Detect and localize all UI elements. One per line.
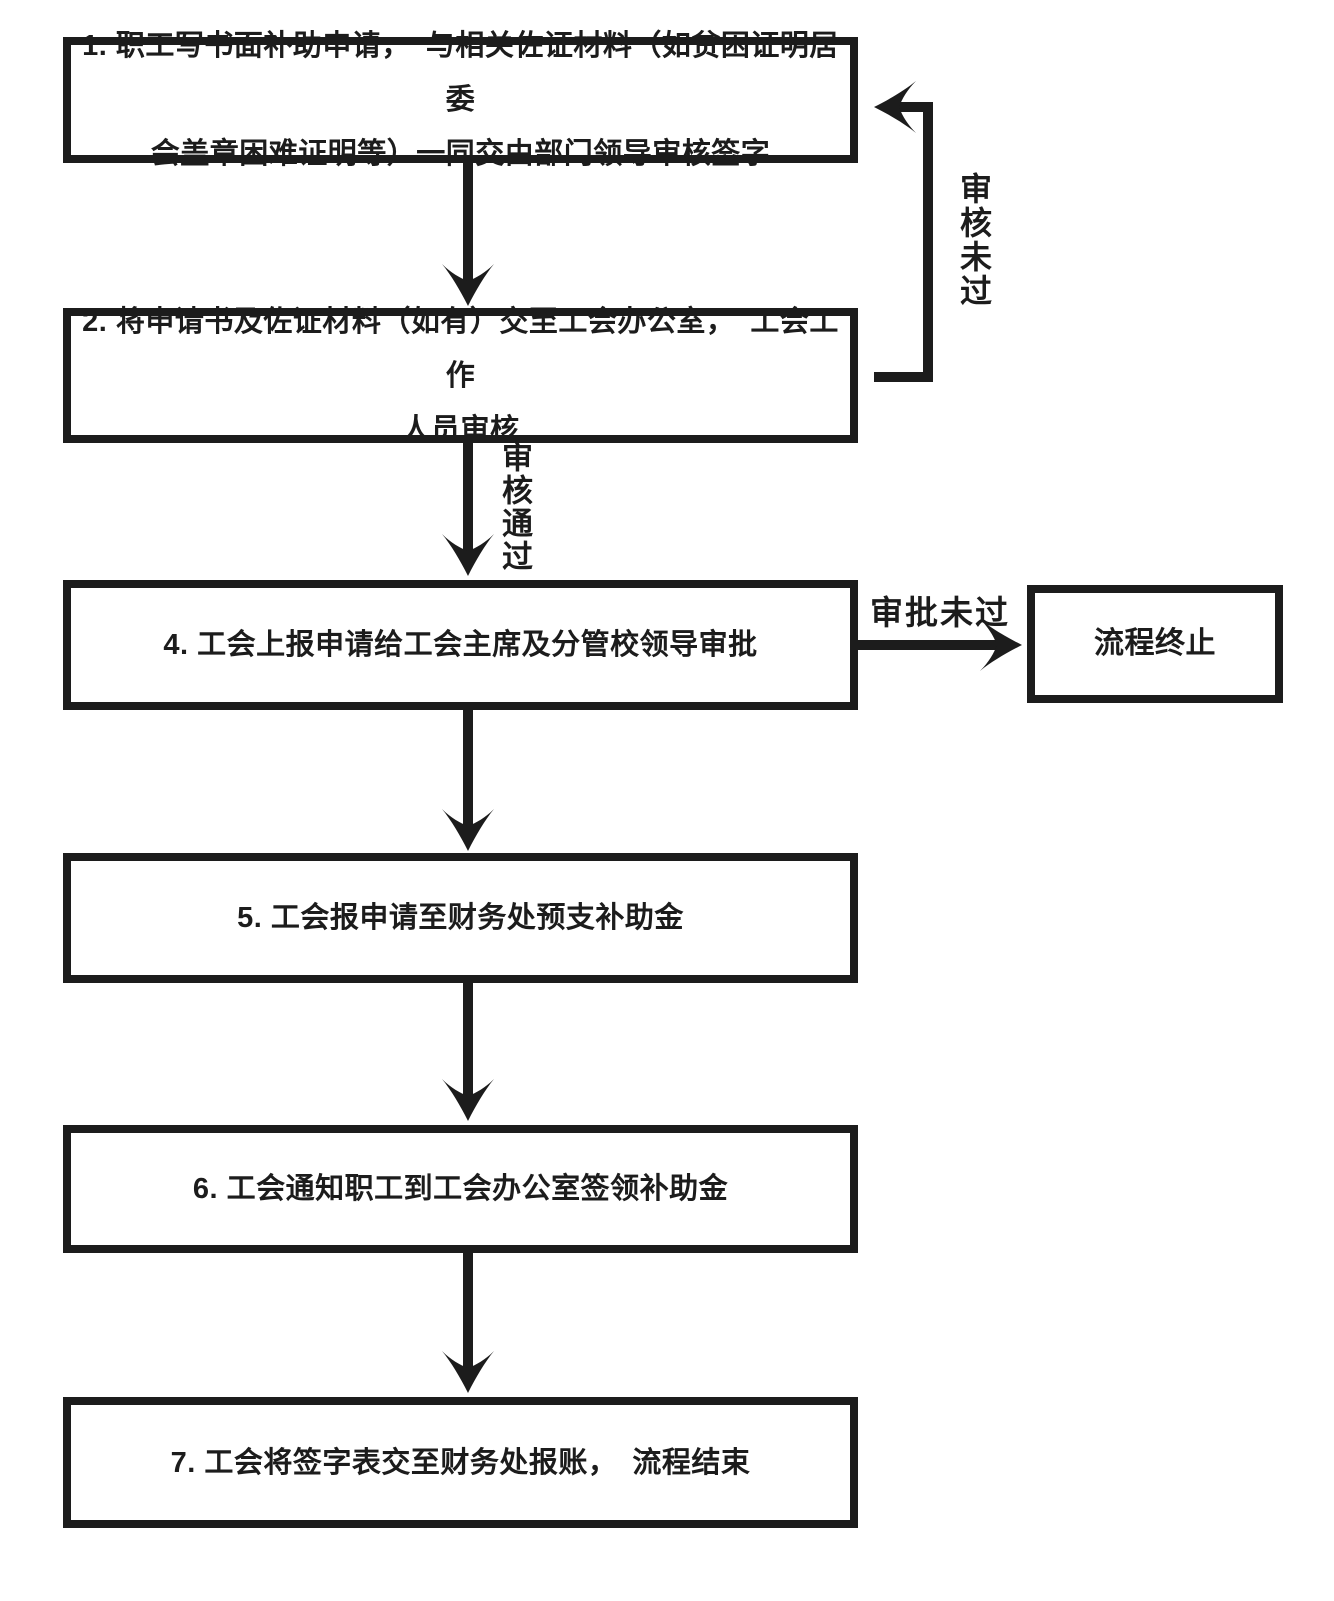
node-step4: 4. 工会上报申请给工会主席及分管校领导审批 — [63, 580, 858, 710]
arrowhead-step4-terminate — [980, 619, 1022, 671]
edge-step2-step1-feedback-line — [874, 102, 933, 382]
arrowhead-step2-step4 — [442, 534, 494, 576]
edge-label-approve-fail: 审批未过 — [870, 594, 1010, 631]
arrowhead-step4-step5 — [442, 809, 494, 851]
arrowhead-step1-step2 — [442, 264, 494, 306]
node-step2: 2. 将申请书及佐证材料（如有）交至工会办公室， 工会工作 人员审核 — [63, 306, 858, 446]
node-step1: 1. 职工写书面补助申请， 与相关佐证材料（如贫困证明居委 会盖章困难证明等）一… — [63, 30, 858, 170]
node-step1-line2: 会盖章困难证明等）一同交由部门领导审核签字 — [150, 138, 771, 170]
node-terminate-label: 流程终止 — [1094, 627, 1216, 660]
node-step4-label: 4. 工会上报申请给工会主席及分管校领导审批 — [163, 629, 758, 661]
node-step1-line1: 1. 职工写书面补助申请， 与相关佐证材料（如贫困证明居委 — [82, 30, 839, 116]
node-step7: 7. 工会将签字表交至财务处报账， 流程结束 — [63, 1397, 858, 1528]
arrowhead-step2-step1-feedback — [874, 81, 916, 133]
node-step5: 5. 工会报申请至财务处预支补助金 — [63, 853, 858, 983]
node-step7-label: 7. 工会将签字表交至财务处报账， 流程结束 — [170, 1446, 751, 1479]
arrowhead-step5-step6 — [442, 1079, 494, 1121]
node-step2-line2: 人员审核 — [401, 413, 520, 446]
edge-label-review-pass: 审核通过 — [497, 441, 532, 573]
edge-label-review-fail: 审核未过 — [956, 172, 992, 308]
arrowhead-step6-step7 — [442, 1351, 494, 1393]
node-terminate: 流程终止 — [1027, 585, 1283, 703]
node-step5-label: 5. 工会报申请至财务处预支补助金 — [237, 902, 684, 934]
node-step6: 6. 工会通知职工到工会办公室签领补助金 — [63, 1125, 858, 1253]
node-step6-label: 6. 工会通知职工到工会办公室签领补助金 — [192, 1173, 729, 1205]
node-step2-line1: 2. 将申请书及佐证材料（如有）交至工会办公室， 工会工作 — [82, 305, 839, 392]
